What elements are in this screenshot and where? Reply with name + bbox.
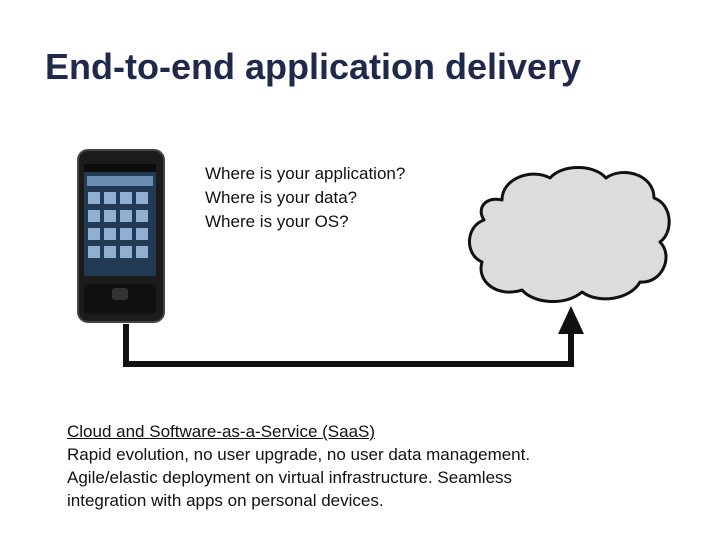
- question-data: Where is your data?: [205, 188, 358, 207]
- cloud-icon: [468, 166, 671, 304]
- question-list: Where is your application? Where is your…: [205, 162, 405, 234]
- description-line: integration with apps on personal device…: [67, 491, 384, 510]
- description-line: Rapid evolution, no user upgrade, no use…: [67, 445, 531, 464]
- smartphone-icon: [77, 149, 165, 323]
- question-application: Where is your application?: [205, 164, 406, 183]
- arrow-up-icon: [558, 306, 584, 334]
- saas-heading: Cloud and Software-as-a-Service (SaaS): [67, 422, 376, 441]
- slide-title: End-to-end application delivery: [45, 46, 582, 87]
- description-line: Agile/elastic deployment on virtual infr…: [67, 468, 513, 487]
- description-block: Cloud and Software-as-a-Service (SaaS) R…: [67, 420, 530, 512]
- question-os: Where is your OS?: [205, 212, 349, 231]
